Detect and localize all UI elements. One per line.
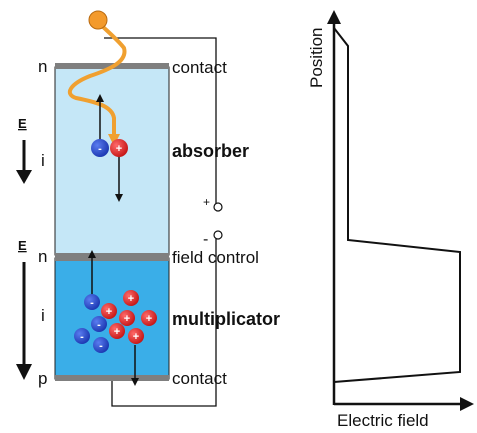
- terminal-plus-label: +: [203, 195, 210, 209]
- field-arrow-lower-head: [16, 364, 32, 380]
- y-axis-arrowhead: [327, 10, 341, 24]
- electron-absorber: [91, 139, 109, 157]
- hole: [123, 290, 139, 306]
- hole-sign: +: [116, 143, 122, 155]
- field-arrow-upper-head: [16, 170, 32, 184]
- electron: [84, 294, 100, 310]
- field-control-bar: [55, 253, 169, 261]
- bottom-contact-bar: [55, 375, 169, 381]
- hole-absorber: [110, 139, 128, 157]
- hole-sign: +: [133, 331, 139, 343]
- electron-sign: -: [98, 143, 102, 155]
- terminal-minus-label: -: [203, 231, 208, 248]
- layer-label-middle-n: n: [38, 247, 47, 266]
- layer-label-top-n: n: [38, 57, 47, 76]
- electron: [74, 328, 90, 344]
- layer-label-multiplicator-i: i: [41, 306, 45, 325]
- electron-sign: -: [80, 331, 84, 343]
- hole-sign: +: [106, 306, 112, 318]
- hole: [101, 303, 117, 319]
- hole: [128, 328, 144, 344]
- photon-path: [67, 22, 127, 146]
- hole-sign: +: [128, 293, 134, 305]
- field-profile-line: [333, 27, 461, 383]
- electron: [93, 337, 109, 353]
- field-label-upper: E: [18, 116, 27, 131]
- electron: [91, 316, 107, 332]
- layer-label-bottom-p: p: [38, 369, 47, 388]
- electron-sign: -: [90, 297, 94, 309]
- top-contact-label: contact: [172, 58, 227, 77]
- hole-sign: +: [114, 326, 120, 338]
- circuit-wire-top: [104, 37, 217, 204]
- absorber-label: absorber: [172, 141, 249, 161]
- field-profile-plot: Position Electric field: [307, 10, 474, 430]
- x-axis-title: Electric field: [337, 411, 429, 430]
- x-axis-arrowhead: [460, 397, 474, 411]
- electron-sign: -: [99, 340, 103, 352]
- electron-sign: -: [97, 319, 101, 331]
- terminal-plus: [213, 202, 223, 212]
- terminal-minus: [213, 230, 223, 240]
- hole: [119, 310, 135, 326]
- hole-cluster: + + + + + +: [101, 290, 157, 344]
- photon-source-icon: [88, 10, 108, 30]
- circuit-wire-bottom: [111, 238, 217, 407]
- electron-cluster: - - - -: [74, 294, 109, 353]
- hole-sign: +: [146, 313, 152, 325]
- hole: [109, 323, 125, 339]
- field-label-lower: E: [18, 238, 27, 253]
- hole-sign: +: [124, 313, 130, 325]
- bottom-contact-label: contact: [172, 369, 227, 388]
- hole: [141, 310, 157, 326]
- field-control-label: field control: [172, 248, 259, 267]
- y-axis-title: Position: [307, 28, 326, 88]
- multiplicator-label: multiplicator: [172, 309, 280, 329]
- layer-label-absorber-i: i: [41, 151, 45, 170]
